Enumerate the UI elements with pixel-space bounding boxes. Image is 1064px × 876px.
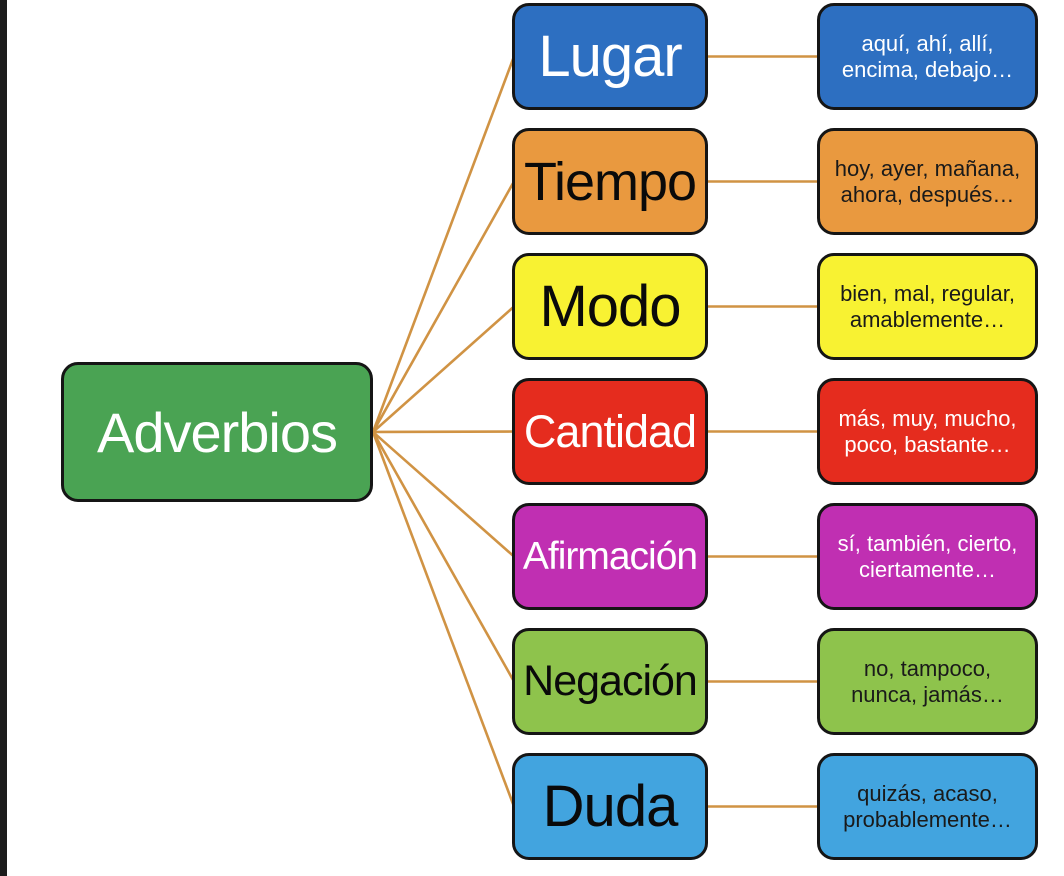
category-box-negacion: Negación [512,628,708,735]
category-label: Duda [542,774,679,839]
category-label: Afirmación [522,534,698,578]
examples-text: quizás, acaso, probablemente… [843,780,1012,832]
category-box-cantidad: Cantidad [512,378,708,485]
root-node-adverbios: Adverbios [61,362,373,502]
examples-box-duda: quizás, acaso, probablemente… [817,753,1038,860]
category-label: Tiempo [523,151,697,212]
examples-text: hoy, ayer, mañana, ahora, después… [834,155,1021,207]
category-label: Cantidad [523,405,697,457]
category-box-tiempo: Tiempo [512,128,708,235]
category-box-lugar: Lugar [512,3,708,110]
examples-text: sí, también, cierto, ciertamente… [837,530,1018,582]
category-label: Negación [523,657,698,705]
examples-box-modo: bien, mal, regular, amablemente… [817,253,1038,360]
examples-box-cantidad: más, muy, mucho, poco, bastante… [817,378,1038,485]
examples-box-negacion: no, tampoco, nunca, jamás… [817,628,1038,735]
root-node-label: Adverbios [96,400,338,464]
category-box-modo: Modo [512,253,708,360]
examples-box-lugar: aquí, ahí, allí, encima, debajo… [817,3,1038,110]
examples-text: bien, mal, regular, amablemente… [840,280,1015,332]
examples-text: no, tampoco, nunca, jamás… [851,655,1004,707]
category-label: Modo [539,274,681,339]
left-edge-strip [0,0,7,876]
examples-text: aquí, ahí, allí, encima, debajo… [841,30,1014,82]
examples-box-afirmacion: sí, también, cierto, ciertamente… [817,503,1038,610]
category-box-afirmacion: Afirmación [512,503,708,610]
examples-box-tiempo: hoy, ayer, mañana, ahora, después… [817,128,1038,235]
category-box-duda: Duda [512,753,708,860]
examples-text: más, muy, mucho, poco, bastante… [838,405,1017,457]
category-label: Lugar [538,24,682,89]
